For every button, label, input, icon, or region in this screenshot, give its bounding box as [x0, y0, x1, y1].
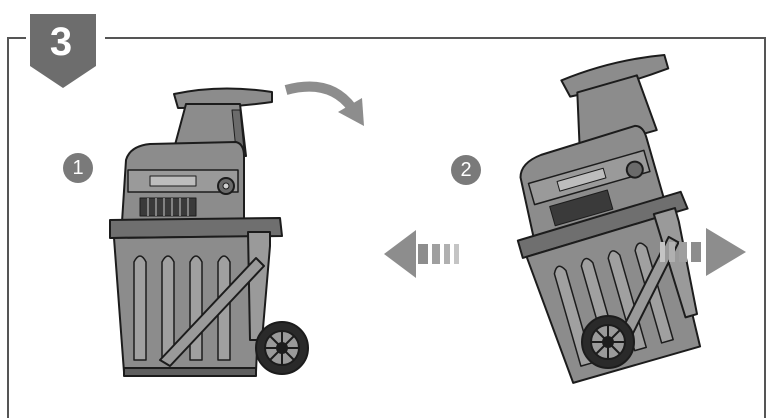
- shredder-upright: [109, 87, 309, 377]
- shredder-tilted: [516, 54, 702, 384]
- step-badge: [30, 14, 96, 88]
- callout-1: 1: [63, 153, 93, 183]
- frame-border: [7, 37, 766, 418]
- step-number: 3: [49, 20, 73, 64]
- arrow-left-icon: [384, 230, 459, 278]
- callout-2: 2: [451, 155, 481, 185]
- arrow-right-icon: [660, 228, 746, 276]
- wheel-tilted: [581, 315, 635, 369]
- rotate-arrow-icon: [284, 81, 364, 126]
